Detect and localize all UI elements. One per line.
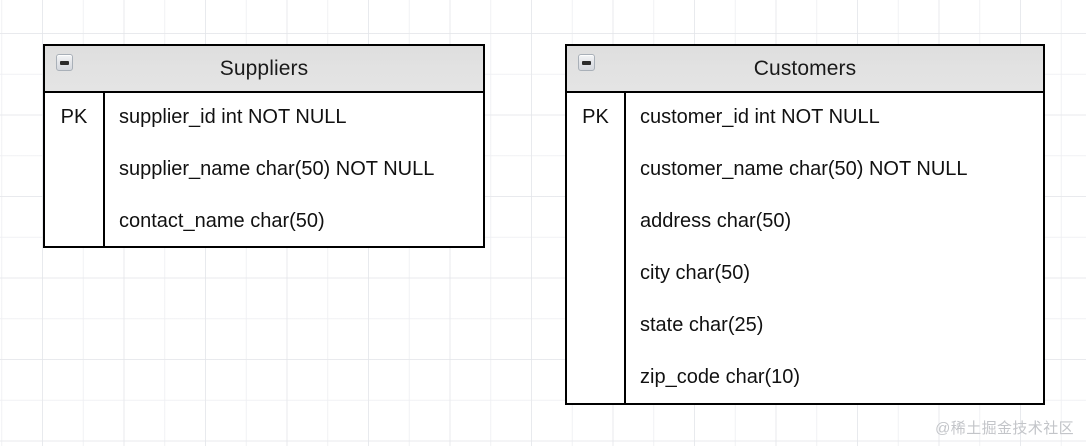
attribute-row: address char(50) (640, 210, 792, 232)
attribute-row: zip_code char(10) (640, 366, 801, 388)
attribute-row: contact_name char(50) (119, 210, 325, 232)
minus-bar (60, 60, 69, 65)
entity-body-customers: PK customer_id int NOT NULL customer_name… (567, 93, 1043, 403)
attribute-column-suppliers: supplier_id int NOT NULL supplier_name ch… (105, 93, 483, 246)
minus-box-icon[interactable] (578, 54, 595, 71)
entity-header-suppliers[interactable]: Suppliers (45, 46, 483, 93)
entity-title-customers: Customers (753, 57, 857, 80)
primary-key-label: PK (582, 106, 609, 128)
entity-body-suppliers: PK supplier_id int NOT NULL supplier_name… (45, 93, 483, 246)
entity-header-customers[interactable]: Customers (567, 46, 1043, 93)
attribute-row: city char(50) (640, 262, 751, 284)
primary-key-label: PK (60, 106, 88, 128)
attribute-row: customer_id int NOT NULL (640, 106, 880, 128)
key-column-customers: PK (567, 93, 626, 403)
attribute-row: supplier_name char(50) NOT NULL (119, 158, 435, 180)
attribute-row: supplier_id int NOT NULL (119, 106, 347, 128)
attribute-row: state char(25) (640, 314, 764, 336)
attribute-column-customers: customer_id int NOT NULL customer_name ch… (626, 93, 1043, 403)
minus-box-icon[interactable] (56, 54, 73, 71)
minus-bar (582, 60, 591, 65)
watermark: @稀土掘金技术社区 (935, 420, 1074, 437)
key-column-suppliers: PK (45, 93, 105, 246)
entity-title-suppliers: Suppliers (219, 57, 309, 80)
attribute-row: customer_name char(50) NOT NULL (640, 158, 968, 180)
